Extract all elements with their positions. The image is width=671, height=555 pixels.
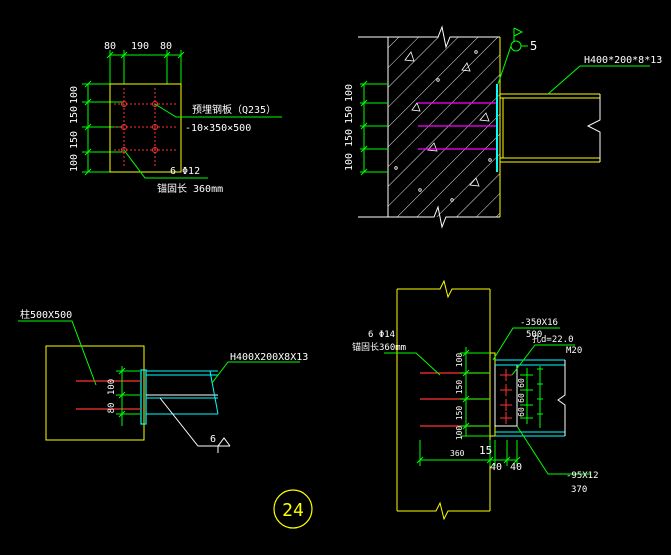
detail-column-plan: 柱500X500 100 80 H400X20 xyxy=(18,308,308,453)
sheet-number-badge: 24 xyxy=(273,489,313,529)
conn-dim-360: 360 xyxy=(450,449,465,458)
wall-outline xyxy=(358,25,501,229)
wall-dimensions xyxy=(360,80,388,176)
beam-label-leader xyxy=(547,65,650,95)
detail-wall-section: 100 150 150 100 5 H400*200*8*13 xyxy=(344,25,662,229)
column-plan-dims xyxy=(116,366,140,426)
hole-label-leader xyxy=(511,344,575,376)
wall-dim-100-bottom: 100 xyxy=(344,153,355,171)
embed-plate-connection xyxy=(489,352,496,437)
concrete-column xyxy=(45,345,145,441)
beam-plan xyxy=(146,370,219,415)
conn-dim-40-a: 40 xyxy=(490,462,502,473)
plate-label-leader xyxy=(492,327,560,361)
dim-left-100-top: 100 xyxy=(69,86,80,104)
section-mark-5: 5 xyxy=(530,39,537,53)
embed-plate-plan xyxy=(140,369,147,425)
plate-leaders xyxy=(123,103,282,179)
wall-dim-100-top: 100 xyxy=(344,84,355,102)
conn-dim-100-top: 100 xyxy=(455,353,464,368)
conn-bolt-label: M20 xyxy=(566,346,582,356)
wall-dim-150-b: 150 xyxy=(344,129,355,147)
conn-plate-label: -350X16 xyxy=(520,318,558,328)
weld-symbol-top xyxy=(497,27,528,85)
sheet-number: 24 xyxy=(282,500,304,521)
plate-width-dimensions xyxy=(106,50,185,84)
bolt-dim-60-a: 60 xyxy=(517,378,526,388)
conn-dim-150-a: 150 xyxy=(455,380,464,395)
detail-embedded-plate: 80 190 80 100 150 150 100 xyxy=(69,41,282,195)
beam-plan-label-leader xyxy=(211,361,300,384)
dim-top-80-right: 80 xyxy=(160,41,172,52)
wall-dim-150-a: 150 xyxy=(344,106,355,124)
anchor-bars-section xyxy=(418,102,497,150)
conn-dim-100-bottom: 100 xyxy=(455,426,464,441)
embedded-plate xyxy=(109,83,182,173)
connection-horizontal-dims xyxy=(416,440,521,466)
column-dim-100: 100 xyxy=(107,379,117,395)
column-label-leader xyxy=(18,320,97,386)
conn-label-anchor-length: 锚固长360mm xyxy=(352,341,406,353)
conn-dim-15: 15 xyxy=(479,444,492,457)
stiffener-ticks xyxy=(537,366,543,428)
conn-hole-label: 孔d=22.0 xyxy=(532,334,574,345)
label-plate-size: -10×350×500 xyxy=(185,123,251,134)
column-outline xyxy=(396,279,491,521)
label-plate-material: 预埋钢板（Q235） xyxy=(192,103,276,116)
label-anchor-bars: 6 Φ12 xyxy=(170,166,200,177)
stiffener-label-leader xyxy=(516,425,590,475)
bolt-dim-60-b: 60 xyxy=(517,393,526,403)
plate-height-dimensions xyxy=(82,80,124,176)
beam-elevation-connection xyxy=(495,359,566,437)
conn-dim-500: 500 xyxy=(526,330,542,340)
dim-left-150-b: 150 xyxy=(69,131,80,149)
label-anchor-length: 锚固长 360mm xyxy=(157,183,223,195)
beam-plan-label: H400X200X8X13 xyxy=(230,352,308,363)
beam-label: H400*200*8*13 xyxy=(584,55,662,66)
anchor-bolt-grid xyxy=(114,88,177,168)
dim-top-80-left: 80 xyxy=(104,41,116,52)
weld-size-6: 6 xyxy=(210,434,216,445)
conn-dim-150-b: 150 xyxy=(455,406,464,421)
conn-dim-40-b: 40 xyxy=(510,462,522,473)
dim-left-150-a: 150 xyxy=(69,106,80,124)
dim-left-100-bottom: 100 xyxy=(69,154,80,172)
wall-aggregate xyxy=(394,50,492,202)
bars-label-leader xyxy=(384,352,441,376)
wall-hatch xyxy=(388,37,500,217)
weld-symbol-plan xyxy=(159,397,231,453)
conn-stiffener-label: -95X12 xyxy=(566,471,599,481)
steel-beam-elevation xyxy=(500,93,601,163)
anchor-bars-plan xyxy=(76,380,141,410)
connection-bolts xyxy=(500,369,512,424)
connection-vertical-dims xyxy=(460,347,490,437)
column-dim-80: 80 xyxy=(107,403,117,414)
bolt-dim-60-c: 60 xyxy=(517,407,526,417)
dim-top-190: 190 xyxy=(131,41,149,52)
bolt-dims xyxy=(520,368,533,424)
conn-dim-370: 370 xyxy=(571,485,587,495)
detail-beam-connection: 60 60 60 100 150 150 100 6 Φ14 锚固长360mm xyxy=(352,279,599,521)
conn-label-bars: 6 Φ14 xyxy=(368,330,395,340)
column-label: 柱500X500 xyxy=(20,308,72,321)
